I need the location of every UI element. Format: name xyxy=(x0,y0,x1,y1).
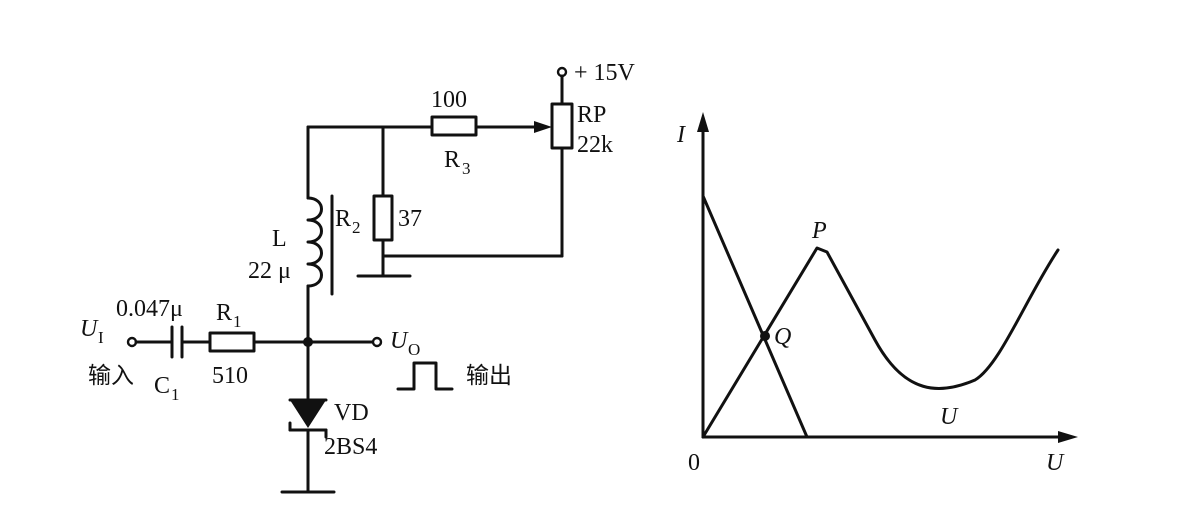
l-label: L xyxy=(272,226,287,252)
load-line xyxy=(701,194,809,439)
pulse-waveform-icon xyxy=(396,361,454,391)
r1-sub: 1 xyxy=(233,312,242,331)
output-section: U O 输出 xyxy=(303,328,512,391)
intersection-label: Q xyxy=(774,324,791,350)
resistor-r1 xyxy=(208,331,256,353)
input-caption: 输入 xyxy=(88,363,134,389)
wiper-arrow xyxy=(534,121,552,133)
x-axis-label: U xyxy=(1046,450,1065,476)
iv-characteristic-curve xyxy=(701,246,1060,439)
r2-value: 37 xyxy=(398,206,422,232)
iv-graph: I U 0 P Q U xyxy=(676,112,1078,476)
supply-terminal: + 15V xyxy=(556,60,636,106)
y-axis-label: I xyxy=(676,122,686,148)
x-axis-arrow xyxy=(1058,431,1078,443)
origin-label: 0 xyxy=(688,450,700,476)
c1-value: 0.047μ xyxy=(116,296,183,322)
resistor-r2: R 2 37 xyxy=(335,125,564,278)
y-axis-arrow xyxy=(697,112,709,132)
output-sub: O xyxy=(408,340,420,359)
inductor-l: L 22 μ xyxy=(248,125,334,344)
rp-label: RP xyxy=(577,102,606,128)
vd-part: 2BS4 xyxy=(324,434,377,460)
output-caption: 输出 xyxy=(466,363,512,389)
r3-sub: 3 xyxy=(462,159,471,178)
load-line-label: U xyxy=(940,404,959,430)
r1-value: 510 xyxy=(212,363,248,389)
output-label: U xyxy=(390,328,409,354)
peak-label: P xyxy=(811,218,827,244)
c1-label: C xyxy=(154,373,170,399)
l-value: 22 μ xyxy=(248,258,291,284)
input-label: U xyxy=(80,316,99,342)
r2-sub: 2 xyxy=(352,218,361,237)
output-terminal xyxy=(371,336,383,348)
potentiometer-rp: RP 22k xyxy=(550,102,613,258)
supply-label: + 15V xyxy=(574,60,636,86)
r3-value: 100 xyxy=(431,87,467,113)
diode-vd: VD 2BS4 xyxy=(280,340,377,494)
top-wire xyxy=(306,115,552,137)
r2-label: R xyxy=(335,206,351,232)
resistor-r3-text: 100 R 3 xyxy=(431,87,471,178)
circuit: + 15V RP 22k 100 R 3 R 2 xyxy=(80,60,636,494)
r1-label: R xyxy=(216,300,232,326)
r3-label: R xyxy=(444,147,460,173)
graph-axes xyxy=(697,112,1078,443)
rp-value: 22k xyxy=(577,132,613,158)
input-sub: I xyxy=(98,328,104,347)
c1-sub: 1 xyxy=(171,385,180,404)
input-section: U I 输入 0.047μ C 1 R 1 510 xyxy=(80,296,310,404)
operating-point-q xyxy=(760,331,770,341)
vd-label: VD xyxy=(334,400,369,426)
